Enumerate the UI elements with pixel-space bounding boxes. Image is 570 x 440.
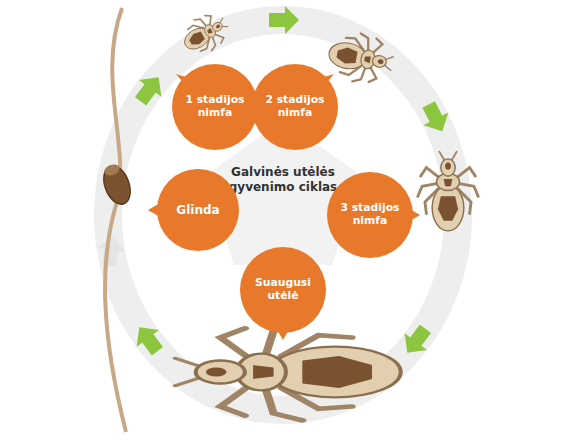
stage-circle: Glinda (157, 169, 239, 251)
diagram-title: Galvinės utėlės gyvenimo ciklas (221, 165, 345, 195)
stage-circle: 3 stadijos nimfa (327, 172, 413, 258)
stage-label: 3 stadijos nimfa (338, 202, 402, 228)
stage-label: Suaugusi utėlė (251, 277, 315, 303)
stage-label: 2 stadijos nimfa (263, 94, 327, 120)
stage-label: 1 stadijos nimfa (183, 94, 247, 120)
stage-circle: 1 stadijos nimfa (172, 64, 258, 150)
stage-label: Glinda (176, 203, 219, 217)
stage-circle: 2 stadijos nimfa (252, 64, 338, 150)
stage-circle: Suaugusi utėlė (240, 247, 326, 333)
